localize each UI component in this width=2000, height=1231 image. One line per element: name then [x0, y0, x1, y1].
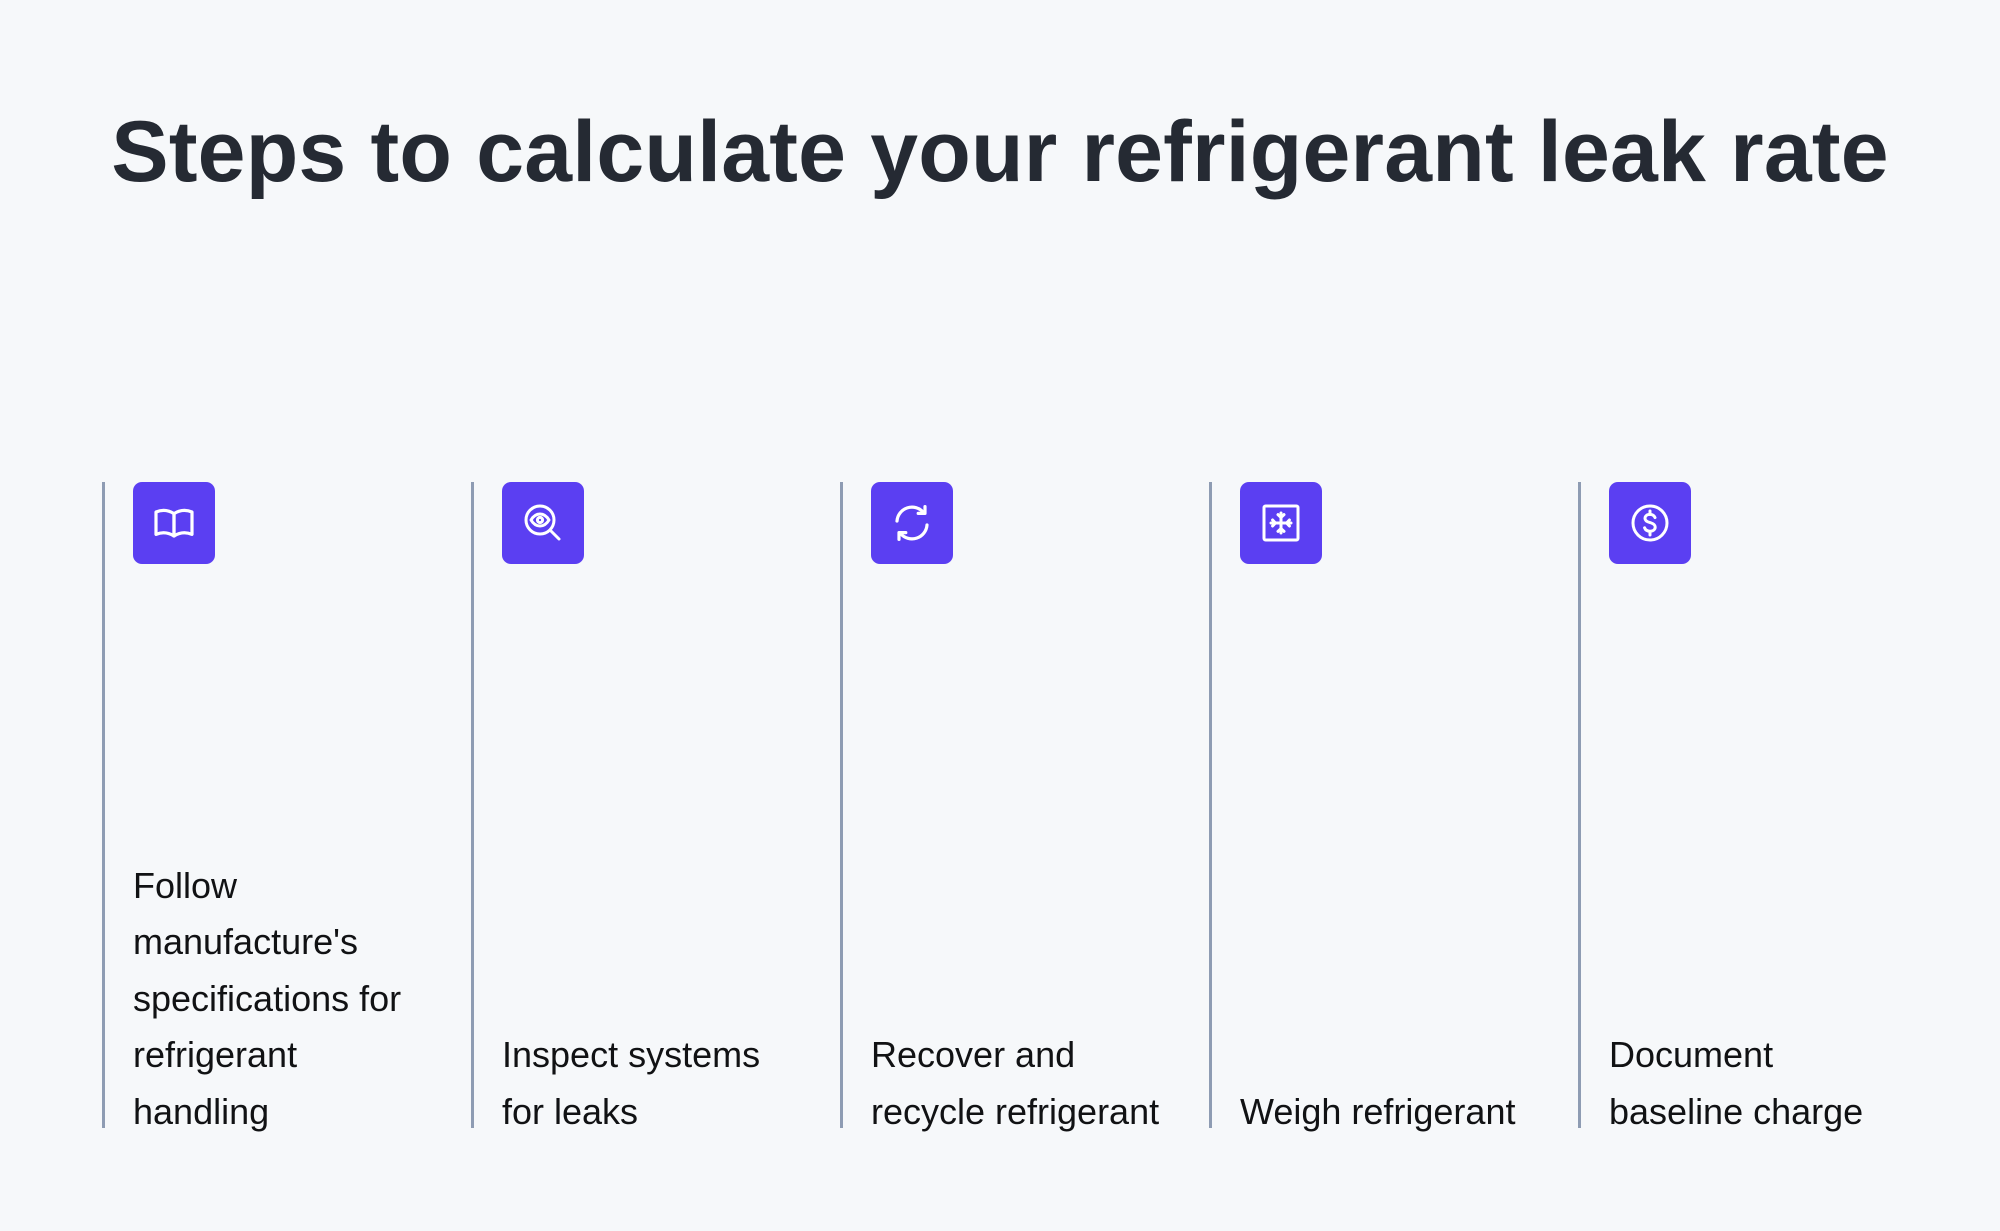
- step-4: Weigh refrigerant: [1209, 482, 1578, 1132]
- step-label: Inspect systems for leaks: [502, 1034, 761, 1132]
- step-label: Follow manufacture's specifications for …: [133, 864, 402, 1132]
- snowflake-box-icon: [1240, 482, 1322, 564]
- eye-search-icon: [502, 482, 584, 564]
- step-2: Inspect systems for leaks: [471, 482, 840, 1132]
- step-label: Weigh refrigerant: [1240, 1090, 1516, 1132]
- step-1: Follow manufacture's specifications for …: [102, 482, 471, 1132]
- step-5: Document baseline charge: [1578, 482, 1947, 1132]
- step-label: Document baseline charge: [1609, 1034, 1864, 1132]
- step-label: Recover and recycle refrigerant: [871, 1034, 1160, 1132]
- book-open-icon: [133, 482, 215, 564]
- steps-list: Follow manufacture's specifications for …: [102, 482, 1947, 1132]
- refresh-icon: [871, 482, 953, 564]
- dollar-circle-icon: [1609, 482, 1691, 564]
- page-title: Steps to calculate your refrigerant leak…: [111, 104, 1889, 200]
- step-3: Recover and recycle refrigerant: [840, 482, 1209, 1132]
